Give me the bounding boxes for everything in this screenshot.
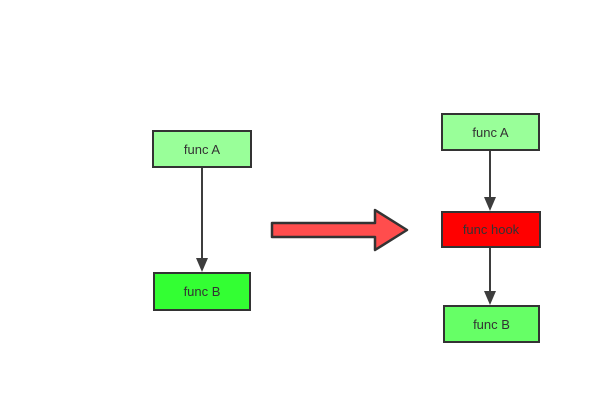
node-func-a-before: func A [152, 130, 252, 168]
arrowhead-icon [196, 258, 208, 272]
arrowhead-icon [484, 291, 496, 305]
arrowhead-icon [484, 197, 496, 211]
transform-arrow-icon [270, 208, 409, 252]
node-label: func A [183, 141, 221, 157]
node-label: func hook [462, 222, 520, 237]
arrow-after-a-to-hook [484, 151, 496, 211]
node-func-a-after: func A [441, 113, 540, 151]
node-func-hook: func hook [441, 211, 541, 248]
arrow-before-a-to-b [196, 168, 208, 272]
node-func-b-before: func B [153, 272, 251, 311]
node-label: func B [473, 316, 510, 332]
arrow-after-hook-to-b [484, 248, 496, 305]
node-label: func A [472, 124, 509, 140]
node-func-b-after: func B [443, 305, 540, 343]
node-label: func B [183, 284, 221, 299]
